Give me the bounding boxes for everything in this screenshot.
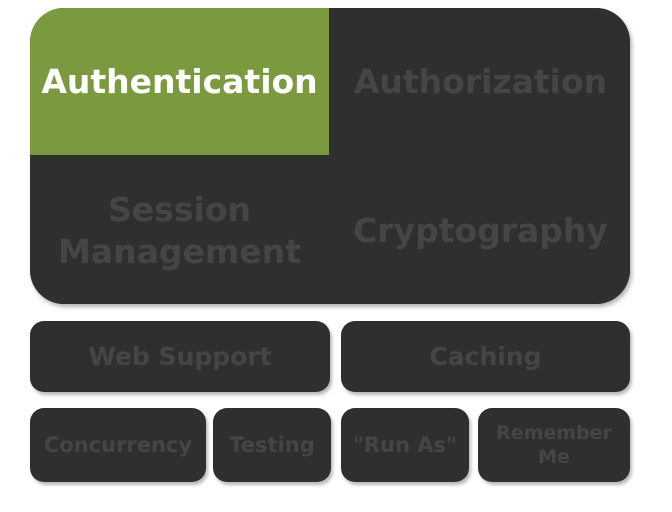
authorization-block[interactable]: Authorization	[331, 8, 630, 155]
authentication-block[interactable]: Authentication	[30, 8, 329, 155]
cryptography-block[interactable]: Cryptography	[331, 157, 630, 304]
concurrency-block[interactable]: Concurrency	[30, 408, 206, 482]
authorization-label: Authorization	[353, 62, 608, 101]
core-features-panel: Authentication Authorization Session Man…	[30, 8, 630, 304]
concurrency-label: Concurrency	[43, 433, 193, 457]
run-as-block[interactable]: "Run As"	[341, 408, 469, 482]
testing-label: Testing	[229, 433, 315, 457]
remember-me-block[interactable]: Remember Me	[478, 408, 630, 482]
run-as-label: "Run As"	[352, 433, 457, 457]
caching-label: Caching	[429, 342, 542, 371]
session-management-block[interactable]: Session Management	[30, 157, 329, 304]
web-support-block[interactable]: Web Support	[30, 321, 330, 392]
web-support-label: Web Support	[88, 342, 272, 371]
cryptography-label: Cryptography	[353, 211, 608, 250]
session-management-label: Session Management	[58, 189, 301, 273]
remember-me-label-line2: Me	[538, 446, 570, 468]
caching-block[interactable]: Caching	[341, 321, 630, 392]
authentication-label: Authentication	[41, 62, 318, 101]
remember-me-label-line1: Remember	[496, 422, 612, 444]
remember-me-label: Remember Me	[496, 421, 612, 469]
session-management-label-line2: Management	[58, 231, 301, 271]
session-management-label-line1: Session	[108, 189, 251, 229]
testing-block[interactable]: Testing	[213, 408, 331, 482]
